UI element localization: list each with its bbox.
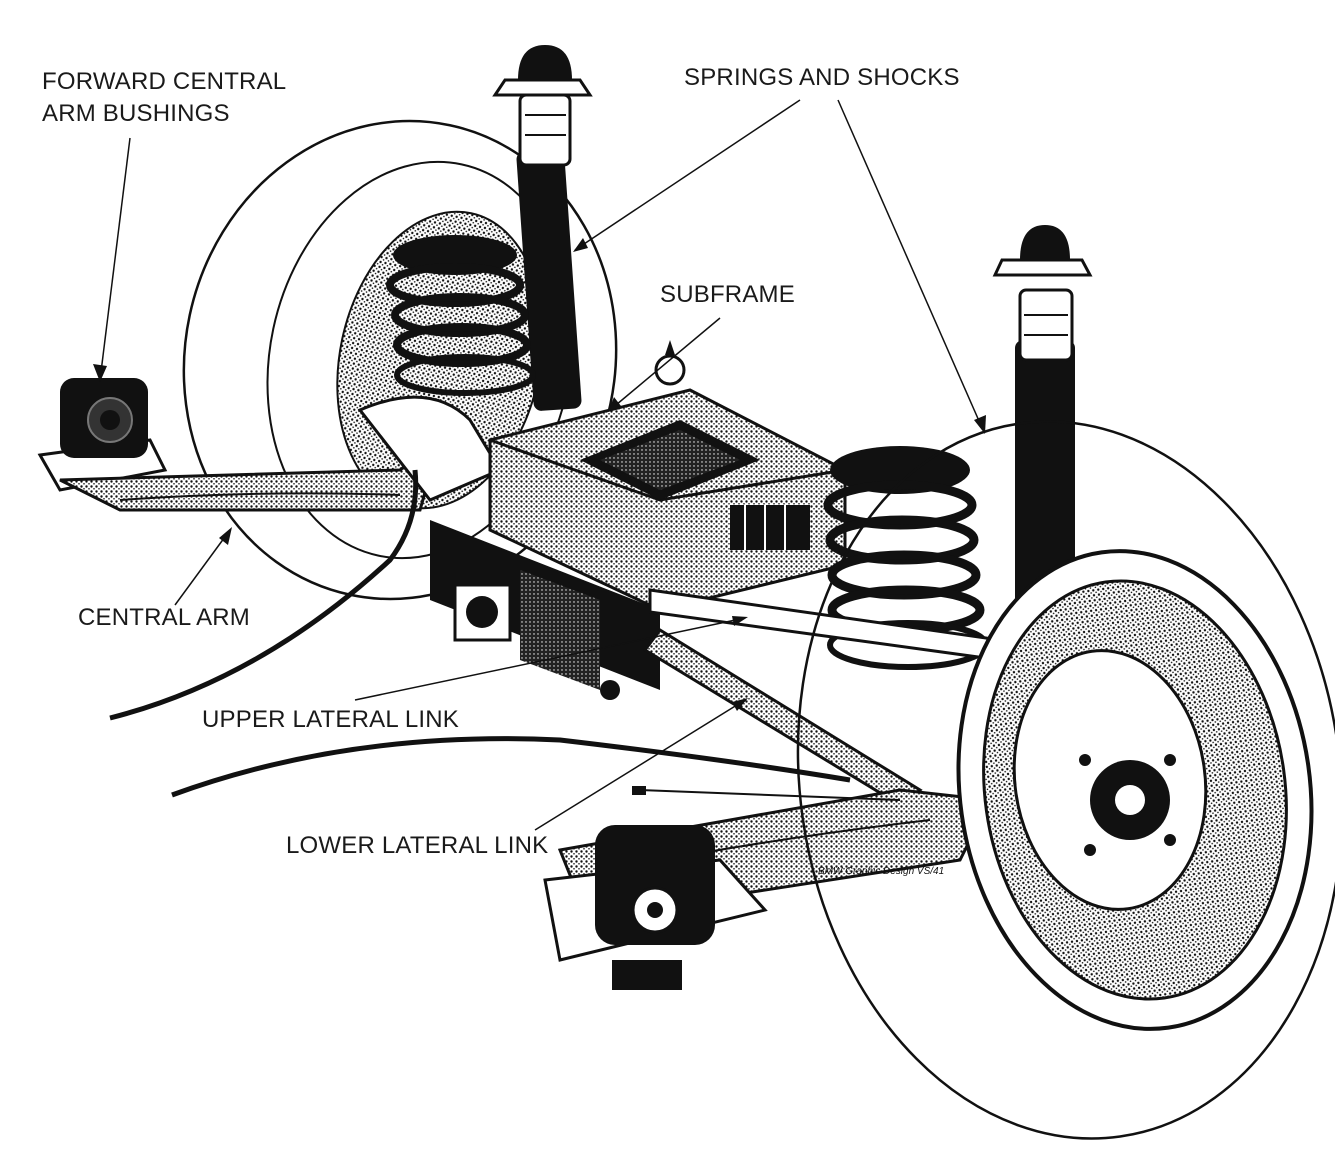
left-shock-absorber bbox=[492, 45, 593, 411]
label-central-arm: CENTRAL ARM bbox=[78, 604, 251, 631]
label-upper-lateral-link: UPPER LATERAL LINK bbox=[202, 706, 460, 733]
leader-arrowheads bbox=[93, 238, 986, 711]
label-forward-central-arm-bushings-line1: FORWARD CENTRAL bbox=[42, 68, 287, 95]
left-central-arm bbox=[59, 395, 503, 512]
brake-cables bbox=[109, 469, 901, 801]
label-subframe: SUBFRAME bbox=[660, 281, 795, 308]
leader-springs-shocks-right bbox=[837, 99, 984, 431]
graphic-credit: BMW Graphic Design VS/41 bbox=[818, 866, 945, 877]
label-springs-and-shocks: SPRINGS AND SHOCKS bbox=[684, 64, 960, 91]
leader-lines bbox=[99, 99, 984, 831]
label-forward-central-arm-bushings-line2: ARM BUSHINGS bbox=[42, 100, 230, 127]
right-wheel bbox=[796, 420, 1335, 1140]
leader-lower-lateral-link bbox=[534, 699, 746, 831]
left-forward-bushing bbox=[37, 378, 168, 492]
leader-upper-lateral-link bbox=[354, 617, 746, 701]
leader-springs-shocks-left bbox=[574, 99, 801, 251]
right-shock-absorber bbox=[992, 225, 1093, 620]
leader-central-arm bbox=[174, 529, 231, 606]
left-coil-spring bbox=[386, 235, 536, 396]
right-coil-spring bbox=[823, 446, 989, 670]
leader-forward-bushings bbox=[99, 137, 131, 381]
leader-subframe bbox=[609, 317, 721, 411]
right-central-arm bbox=[543, 788, 993, 990]
label-lower-lateral-link: LOWER LATERAL LINK bbox=[286, 832, 549, 859]
